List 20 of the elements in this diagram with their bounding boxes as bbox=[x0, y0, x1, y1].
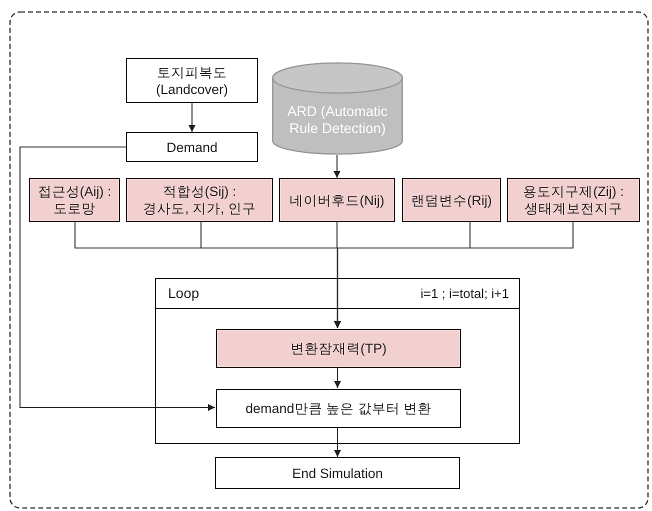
factor-box: 네이버후드(Nij) bbox=[279, 178, 395, 222]
arrow bbox=[188, 103, 196, 132]
factor-box: 접근성(Aij) : 도로망 bbox=[29, 178, 120, 222]
loop-frame bbox=[155, 278, 520, 444]
factor-box: 용도지구제(Zij) : 생태계보전지구 bbox=[507, 178, 640, 222]
process-box: Demand bbox=[126, 132, 258, 162]
factor-box: 변환잠재력(TP) bbox=[216, 329, 461, 368]
factor-box: 랜덤변수(Rij) bbox=[402, 178, 501, 222]
factor-box: 적합성(Sij) : 경사도, 지가, 인구 bbox=[126, 178, 273, 222]
arrow bbox=[334, 155, 340, 178]
database-cylinder: ARD (Automatic Rule Detection) bbox=[272, 62, 403, 155]
process-box: 토지피복도 (Landcover) bbox=[126, 58, 258, 103]
arrow bbox=[334, 222, 574, 328]
arrow bbox=[19, 146, 215, 411]
process-box: End Simulation bbox=[215, 457, 460, 489]
loop-title: Loop bbox=[168, 285, 200, 302]
arrow bbox=[334, 427, 341, 457]
process-box: demand만큼 높은 값부터 변환 bbox=[216, 389, 461, 428]
loop-condition: i=1 ; i=total; i+1 bbox=[420, 285, 509, 302]
arrow bbox=[334, 367, 341, 388]
